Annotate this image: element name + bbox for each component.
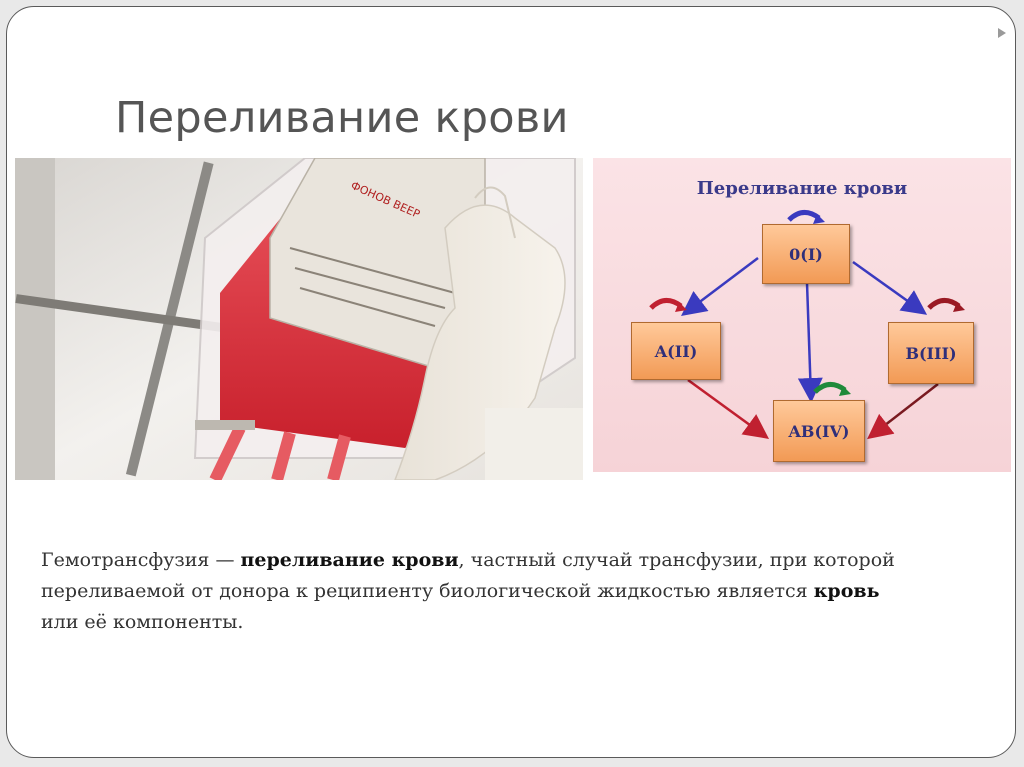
blood-compatibility-diagram: Переливание крови 0(I) A(II) B(III) AB(I… xyxy=(593,158,1011,472)
slide: Переливание крови xyxy=(6,6,1016,758)
text-bold-term: переливание крови xyxy=(240,549,459,571)
slide-title: Переливание крови xyxy=(115,93,569,143)
group-box-b: B(III) xyxy=(888,322,974,384)
definition-paragraph: Гемотрансфузия — переливание крови, част… xyxy=(41,545,921,638)
arrow-o-to-b xyxy=(852,260,928,315)
group-box-a: A(II) xyxy=(631,322,721,380)
blood-bag-illustration: ФОНОВ ВЕЕР xyxy=(15,158,583,480)
diagram-title: Переливание крови xyxy=(696,178,908,199)
slide-corner-marker-icon xyxy=(998,28,1006,38)
blood-bag-photo: ФОНОВ ВЕЕР xyxy=(15,158,583,480)
arrow-b-to-ab xyxy=(867,383,939,440)
group-box-ab: AB(IV) xyxy=(773,400,865,462)
arrow-o-to-a xyxy=(681,257,759,317)
text-segment: , частный случай трансфузии, при которой… xyxy=(41,549,895,602)
text-bold-term: кровь xyxy=(813,580,880,602)
arrow-a-to-ab xyxy=(687,378,770,439)
text-segment: Гемотрансфузия — xyxy=(41,549,241,571)
text-segment: или её компоненты. xyxy=(41,611,244,633)
group-box-o: 0(I) xyxy=(762,224,850,284)
arrow-o-to-ab xyxy=(797,282,823,403)
